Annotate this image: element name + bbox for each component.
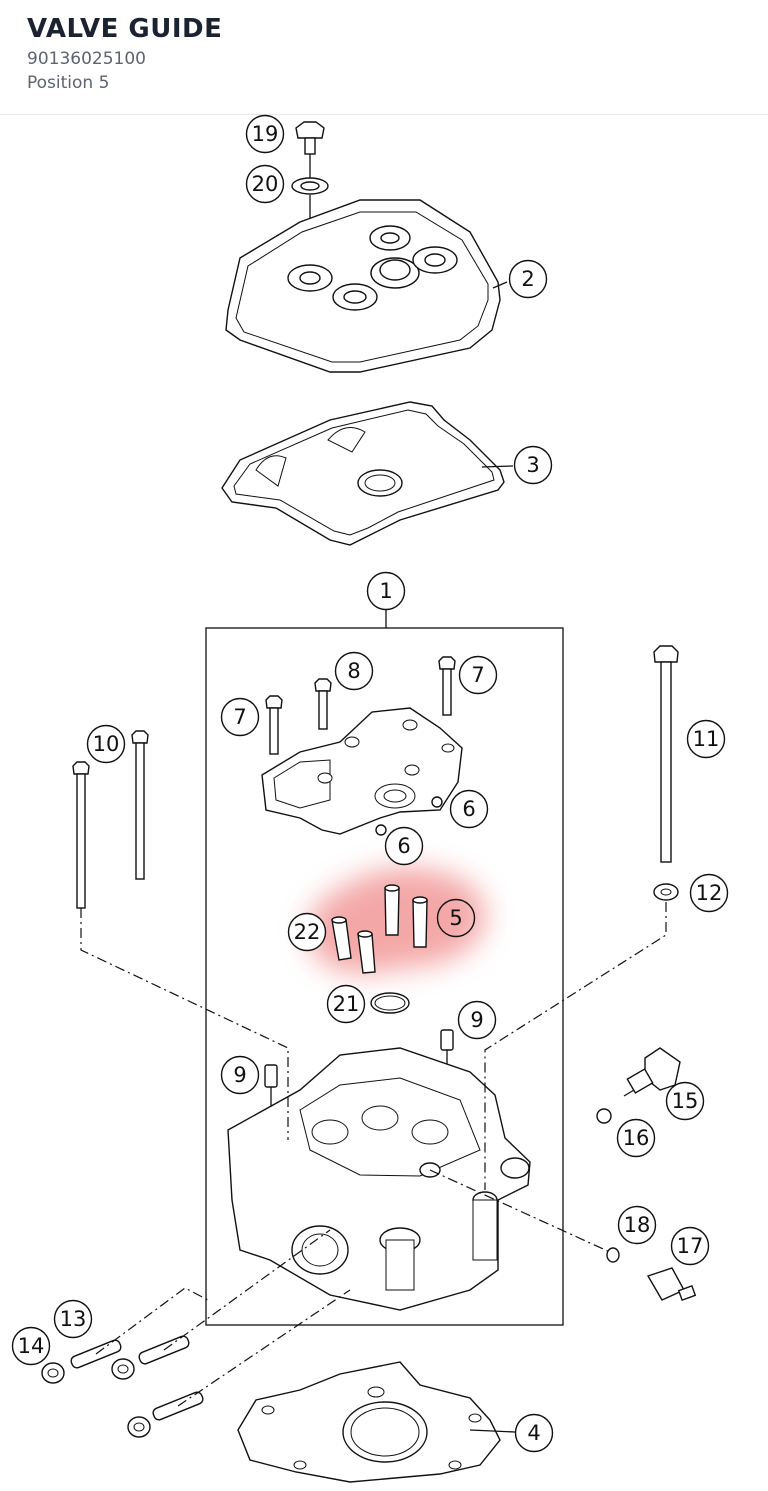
part-1-cylinder-head-frame[interactable] — [205, 609, 564, 1326]
callout-3[interactable]: 3 — [513, 445, 553, 485]
part-4-head-gasket[interactable] — [237, 1361, 501, 1483]
part-19-bolt[interactable] — [295, 121, 325, 178]
callout-1[interactable]: 1 — [366, 571, 406, 611]
part-number: 90136025100 — [27, 49, 146, 69]
callout-7-right[interactable]: 7 — [458, 655, 498, 695]
callout-12[interactable]: 12 — [689, 873, 729, 913]
part-18-seal-ring[interactable] — [606, 1247, 620, 1263]
svg-text:17: 17 — [677, 1234, 704, 1258]
callout-15[interactable]: 15 — [665, 1081, 705, 1121]
svg-text:3: 3 — [526, 453, 539, 477]
svg-text:18: 18 — [624, 1213, 651, 1237]
part-6-dowel-lower[interactable] — [375, 824, 387, 836]
callout-14[interactable]: 14 — [11, 1326, 51, 1366]
part-7-bolt-left[interactable] — [265, 695, 283, 755]
callout-6-lower[interactable]: 6 — [384, 826, 424, 866]
assembly-lines — [80, 902, 667, 1407]
part-13-sleeves[interactable] — [70, 1335, 205, 1422]
page-title: VALVE GUIDE — [27, 14, 223, 44]
svg-text:16: 16 — [623, 1126, 650, 1150]
callout-20[interactable]: 20 — [245, 164, 285, 204]
svg-text:13: 13 — [60, 1307, 87, 1331]
callout-9-left[interactable]: 9 — [220, 1055, 260, 1095]
callout-2[interactable]: 2 — [508, 259, 548, 299]
callout-4[interactable]: 4 — [514, 1413, 554, 1453]
part-7-bolt-right[interactable] — [438, 656, 456, 716]
part-22-valve-guides[interactable] — [331, 916, 376, 974]
callout-22[interactable]: 22 — [287, 912, 327, 952]
svg-text:6: 6 — [462, 797, 475, 821]
callout-18[interactable]: 18 — [617, 1205, 657, 1245]
part-3-gasket[interactable] — [221, 401, 505, 546]
part-12-washer[interactable] — [653, 883, 679, 901]
svg-text:1: 1 — [379, 579, 392, 603]
callout-13[interactable]: 13 — [53, 1299, 93, 1339]
callout-7-left[interactable]: 7 — [220, 697, 260, 737]
svg-text:21: 21 — [333, 992, 360, 1016]
svg-text:6: 6 — [397, 834, 410, 858]
svg-text:5: 5 — [449, 906, 462, 930]
svg-text:19: 19 — [252, 122, 279, 146]
svg-text:9: 9 — [233, 1063, 246, 1087]
callout-19[interactable]: 19 — [245, 114, 285, 154]
callout-10[interactable]: 10 — [86, 724, 126, 764]
part-14-nuts[interactable] — [41, 1358, 151, 1438]
svg-text:15: 15 — [672, 1089, 699, 1113]
callouts: 19 20 2 3 1 8 7 7 10 11 6 6 12 22 5 21 9… — [11, 114, 729, 1453]
svg-text:4: 4 — [527, 1421, 540, 1445]
part-21-o-ring[interactable] — [370, 992, 410, 1014]
part-6-dowel-right[interactable] — [431, 796, 443, 808]
svg-text:14: 14 — [18, 1334, 45, 1358]
callout-11[interactable]: 11 — [686, 719, 726, 759]
callout-16[interactable]: 16 — [616, 1118, 656, 1158]
svg-text:2: 2 — [521, 267, 534, 291]
part-8-bolt[interactable] — [314, 678, 332, 730]
svg-text:20: 20 — [252, 172, 279, 196]
callout-5[interactable]: 5 — [436, 898, 476, 938]
callout-6-right[interactable]: 6 — [449, 789, 489, 829]
svg-text:9: 9 — [470, 1008, 483, 1032]
svg-text:22: 22 — [294, 920, 321, 944]
callout-17[interactable]: 17 — [670, 1226, 710, 1266]
part-5-valve-guides[interactable] — [384, 884, 428, 948]
svg-text:11: 11 — [693, 727, 720, 751]
page-header: VALVE GUIDE 90136025100 Position 5 — [0, 0, 768, 115]
callout-9-right[interactable]: 9 — [457, 1000, 497, 1040]
svg-text:7: 7 — [471, 663, 484, 687]
cylinder-head — [227, 1047, 531, 1311]
svg-text:8: 8 — [347, 659, 360, 683]
svg-text:7: 7 — [233, 705, 246, 729]
part-2-valve-cover[interactable] — [225, 199, 501, 373]
svg-text:10: 10 — [93, 732, 120, 756]
callout-21[interactable]: 21 — [326, 984, 366, 1024]
camshaft-carrier — [261, 707, 463, 835]
part-17-temperature-sensor[interactable] — [646, 1267, 697, 1301]
callout-8[interactable]: 8 — [334, 651, 374, 691]
part-20-seal[interactable] — [291, 177, 329, 195]
svg-text:12: 12 — [696, 881, 723, 905]
part-16-o-ring[interactable] — [596, 1108, 612, 1124]
position-label: Position 5 — [27, 73, 110, 93]
part-11-bolt[interactable] — [653, 645, 679, 863]
leader-lines — [469, 281, 516, 1433]
